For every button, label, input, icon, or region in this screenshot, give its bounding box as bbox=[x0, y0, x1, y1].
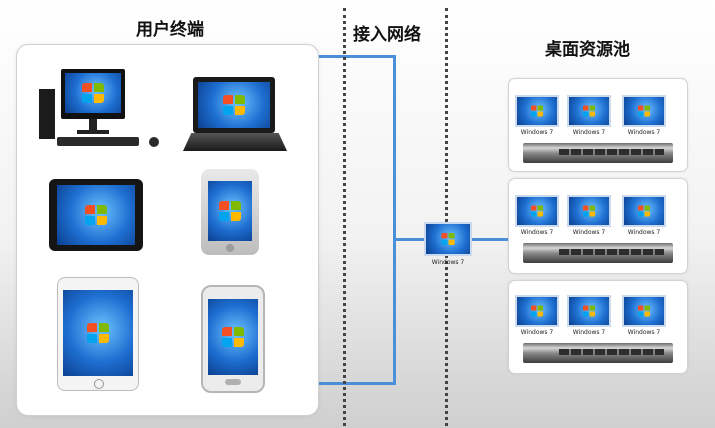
laptop-screen bbox=[198, 82, 270, 128]
windows-logo-icon bbox=[222, 327, 244, 347]
pool-vm: Windows 7 bbox=[621, 295, 667, 336]
windows-logo-icon bbox=[82, 83, 104, 103]
boundary-right bbox=[445, 8, 448, 426]
pool-vm-label: Windows 7 bbox=[627, 329, 661, 336]
pool-vm: Windows 7 bbox=[566, 95, 612, 136]
pool-vm: Windows 7 bbox=[514, 295, 560, 336]
ipad-screen bbox=[63, 290, 133, 376]
pool-card-2: Windows 7 Windows 7 Windows 7 bbox=[508, 178, 688, 274]
windows-logo-icon bbox=[85, 205, 107, 225]
pool-vm-label: Windows 7 bbox=[627, 129, 661, 136]
boundary-left bbox=[343, 8, 346, 426]
pool-vm-label: Windows 7 bbox=[572, 229, 606, 236]
pool-vm-label: Windows 7 bbox=[520, 229, 554, 236]
pool-vm-label: Windows 7 bbox=[627, 229, 661, 236]
pool-vm: Windows 7 bbox=[621, 195, 667, 236]
ipad bbox=[57, 277, 139, 391]
pc-screen bbox=[65, 73, 121, 113]
windows-logo-icon bbox=[530, 205, 544, 217]
laptop bbox=[183, 77, 291, 155]
windows-logo-icon bbox=[582, 105, 596, 117]
pc-monitor bbox=[61, 69, 125, 119]
windows-logo-icon bbox=[530, 305, 544, 317]
windows-logo-icon bbox=[637, 305, 651, 317]
windows-logo-icon bbox=[637, 105, 651, 117]
access-network-title: 接入网络 bbox=[353, 25, 421, 45]
desktop-pool-title: 桌面资源池 bbox=[545, 40, 630, 60]
access-vm-label: Windows 7 bbox=[431, 259, 465, 266]
laptop-base bbox=[183, 133, 287, 151]
server-rack-icon bbox=[523, 243, 673, 263]
pool-vm: Windows 7 bbox=[566, 195, 612, 236]
link-vertical bbox=[393, 55, 396, 385]
pool-card-3: Windows 7 Windows 7 Windows 7 bbox=[508, 280, 688, 374]
pool-vm: Windows 7 bbox=[514, 95, 560, 136]
link-bottom bbox=[318, 382, 394, 385]
windows-logo-icon bbox=[223, 95, 245, 115]
windows-logo-icon bbox=[582, 205, 596, 217]
android-phone bbox=[201, 285, 265, 393]
windows-logo-icon bbox=[219, 201, 241, 221]
laptop-lid bbox=[193, 77, 275, 133]
server-rack-icon bbox=[523, 143, 673, 163]
tablet-screen bbox=[57, 185, 135, 245]
pool-vm: Windows 7 bbox=[514, 195, 560, 236]
pool-vm: Windows 7 bbox=[566, 295, 612, 336]
mouse bbox=[149, 137, 159, 147]
pool-vm-label: Windows 7 bbox=[520, 329, 554, 336]
android-screen bbox=[208, 299, 258, 375]
tablet-landscape bbox=[49, 179, 143, 251]
pool-vm: Windows 7 bbox=[621, 95, 667, 136]
link-top bbox=[318, 55, 394, 58]
link-to-access-vm bbox=[395, 238, 425, 241]
pool-vm-label: Windows 7 bbox=[520, 129, 554, 136]
server-rack-icon bbox=[523, 343, 673, 363]
pool-vm-label: Windows 7 bbox=[572, 329, 606, 336]
iphone bbox=[201, 169, 259, 255]
windows-logo-icon bbox=[87, 323, 109, 343]
access-vm: Windows 7 bbox=[420, 222, 476, 266]
keyboard bbox=[57, 137, 139, 146]
link-to-pool bbox=[472, 238, 510, 241]
windows-logo-icon bbox=[530, 105, 544, 117]
user-terminal-panel bbox=[16, 44, 319, 416]
access-vm-screen bbox=[424, 222, 472, 256]
iphone-screen bbox=[208, 181, 252, 241]
user-terminals-title: 用户终端 bbox=[136, 20, 204, 40]
windows-logo-icon bbox=[582, 305, 596, 317]
pool-vm-label: Windows 7 bbox=[572, 129, 606, 136]
pc-tower bbox=[39, 89, 55, 139]
windows-logo-icon bbox=[441, 233, 455, 245]
desktop-pc bbox=[39, 67, 169, 153]
windows-logo-icon bbox=[637, 205, 651, 217]
pool-card-1: Windows 7 Windows 7 Windows 7 bbox=[508, 78, 688, 172]
